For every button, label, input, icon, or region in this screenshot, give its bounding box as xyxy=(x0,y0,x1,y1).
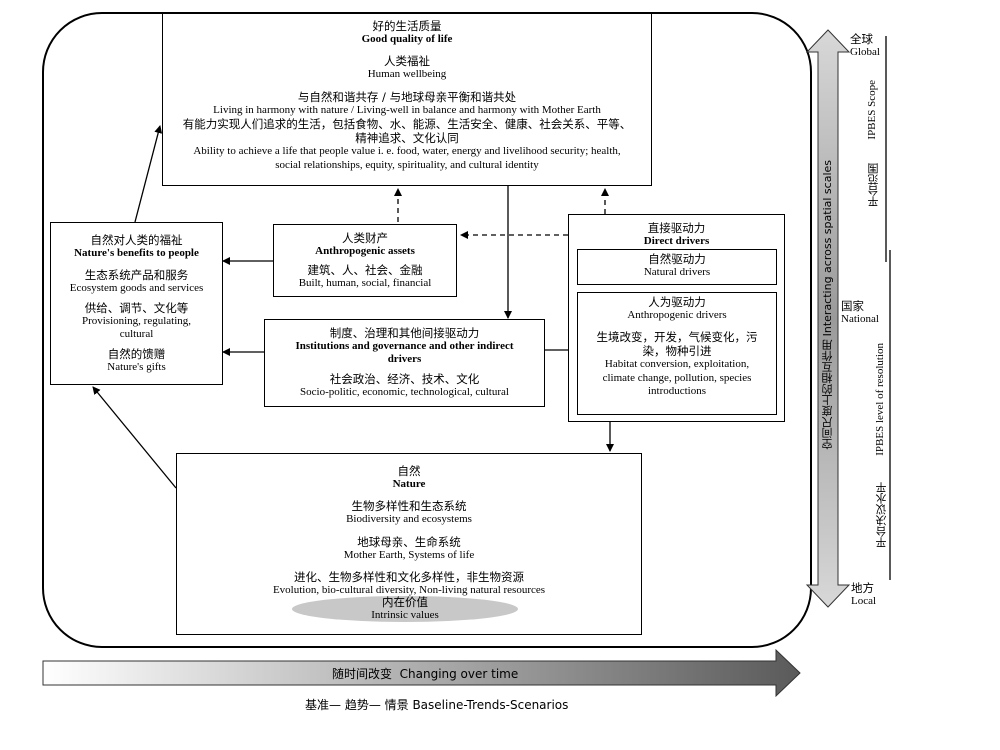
mother-earth-zh: 地球母亲、生命系统 xyxy=(357,534,461,549)
wellbeing-zh: 人类福祉 xyxy=(384,54,430,69)
institutions-items-zh: 社会政治、经济、技术、文化 xyxy=(329,371,480,386)
mother-earth-en: Mother Earth, Systems of life xyxy=(343,548,475,561)
institutions-items-en: Socio-politic, economic, technological, … xyxy=(300,385,509,398)
ability-zh-2: 精神追求、文化认同 xyxy=(355,131,459,146)
institutions-box: 制度、治理和其他间接驱动力 Institutions and governanc… xyxy=(264,319,545,407)
ipbes-scope-zh: 平台范围 xyxy=(867,163,880,207)
ipbes-resolution-zh: 平台决议水平 xyxy=(875,482,888,548)
local-zh: 地方 xyxy=(851,581,874,595)
natural-drivers-en: Natural drivers xyxy=(643,266,711,279)
global-label: 全球 Global xyxy=(850,32,880,59)
harmony-zh: 与自然和谐共存 / 与地球母亲平衡和谐共处 xyxy=(297,89,517,104)
anthro-list-zh-1: 生境改变，开发，气候变化，污 xyxy=(596,330,758,345)
assets-title-en: Anthropogenic assets xyxy=(315,245,415,258)
assets-items-en: Built, human, social, financial xyxy=(298,277,432,290)
national-label: 国家 National xyxy=(841,299,879,326)
intrinsic-en: Intrinsic values xyxy=(371,609,439,622)
direct-title-en: Direct drivers xyxy=(643,235,710,248)
anthro-drivers-zh: 人为驱动力 xyxy=(648,295,706,309)
gifts-en: Nature's gifts xyxy=(107,360,166,373)
national-zh: 国家 xyxy=(841,299,864,313)
assets-box: 人类财产 Anthropogenic assets 建筑、人、社会、金融 Bui… xyxy=(273,224,457,297)
biodiversity-zh: 生物多样性和生态系统 xyxy=(351,499,467,514)
institutions-title-zh: 制度、治理和其他间接驱动力 xyxy=(329,326,480,340)
anthro-list-en-2: climate change, pollution, species xyxy=(602,371,752,384)
provisioning-zh: 供给、调节、文化等 xyxy=(84,300,189,315)
evolution-en: Evolution, bio-cultural diversity, Non-l… xyxy=(272,584,546,597)
ability-en-2: social relationships, equity, spirituali… xyxy=(275,158,539,171)
harmony-en: Living in harmony with nature / Living-w… xyxy=(213,103,601,116)
global-zh: 全球 xyxy=(850,32,873,46)
institutions-title-en-1: Institutions and governance and other in… xyxy=(295,340,514,353)
good-quality-title-zh: 好的生活质量 xyxy=(372,19,442,33)
local-en: Local xyxy=(851,595,877,608)
arrow-nature-to-benefits xyxy=(92,386,177,489)
ipbes-resolution-en: IPBES level of resolution xyxy=(874,343,886,456)
gifts-zh: 自然的馈赠 xyxy=(107,346,166,361)
good-quality-box: 好的生活质量 Good quality of life 人类福祉 Human w… xyxy=(162,13,652,186)
biodiversity-en: Biodiversity and ecosystems xyxy=(346,513,472,526)
benefits-title-zh: 自然对人类的福祉 xyxy=(90,233,183,247)
intrinsic-zh: 内在价值 xyxy=(382,595,428,609)
good-quality-title-en: Good quality of life xyxy=(361,33,453,46)
assets-items-zh: 建筑、人、社会、金融 xyxy=(307,263,423,278)
evolution-zh: 进化、生物多样性和文化多样性，非生物资源 xyxy=(294,570,524,585)
goods-zh: 生态系统产品和服务 xyxy=(84,268,189,283)
ability-zh-1: 有能力实现人们追求的生活，包括食物、水、能源、生活安全、健康、社会关系、平等、 xyxy=(182,117,632,132)
ability-en-1: Ability to achieve a life that people va… xyxy=(193,145,621,158)
assets-title-zh: 人类财产 xyxy=(342,231,388,245)
time-arrow xyxy=(42,648,801,698)
natural-drivers-box: 自然驱动力 Natural drivers xyxy=(577,249,777,285)
anthropogenic-drivers-box: 人为驱动力 Anthropogenic drivers 生境改变，开发，气候变化… xyxy=(577,292,777,415)
anthro-list-zh-2: 染，物种引进 xyxy=(642,344,712,359)
local-label: 地方 Local xyxy=(851,581,877,608)
arrow-benefits-to-quality xyxy=(134,125,163,223)
global-en: Global xyxy=(850,46,880,59)
anthro-list-en-1: Habitat conversion, exploitation, xyxy=(604,358,750,371)
natural-drivers-zh: 自然驱动力 xyxy=(648,252,706,266)
wellbeing-en: Human wellbeing xyxy=(367,68,447,81)
anthro-list-en-3: introductions xyxy=(647,385,707,398)
goods-en: Ecosystem goods and services xyxy=(69,282,204,295)
national-en: National xyxy=(841,313,879,326)
provisioning-en-1: Provisioning, regulating, xyxy=(81,314,192,327)
changing-over-time-label: 随时间改变 Changing over time xyxy=(332,667,519,681)
baseline-trends-label: 基准— 趋势— 情景 Baseline-Trends-Scenarios xyxy=(305,698,569,712)
ipbes-scope-en: IPBES Scope xyxy=(866,80,878,140)
intrinsic-values-ellipse: 内在价值 Intrinsic values xyxy=(292,595,518,622)
institutions-title-en-2: drivers xyxy=(387,353,422,366)
benefits-title-en: Nature's benefits to people xyxy=(74,247,199,260)
provisioning-en-2: cultural xyxy=(119,328,154,341)
spatial-scale-arrow xyxy=(805,29,851,608)
nature-title-en: Nature xyxy=(392,478,426,491)
anthro-drivers-en: Anthropogenic drivers xyxy=(627,309,727,322)
nature-title-zh: 自然 xyxy=(397,464,421,478)
interacting-scales-label: 空间尺度上的相互作用 Interacting across spatial sc… xyxy=(821,160,834,450)
direct-title-zh: 直接驱动力 xyxy=(647,221,706,235)
benefits-box: 自然对人类的福祉 Nature's benefits to people 生态系… xyxy=(50,222,223,385)
